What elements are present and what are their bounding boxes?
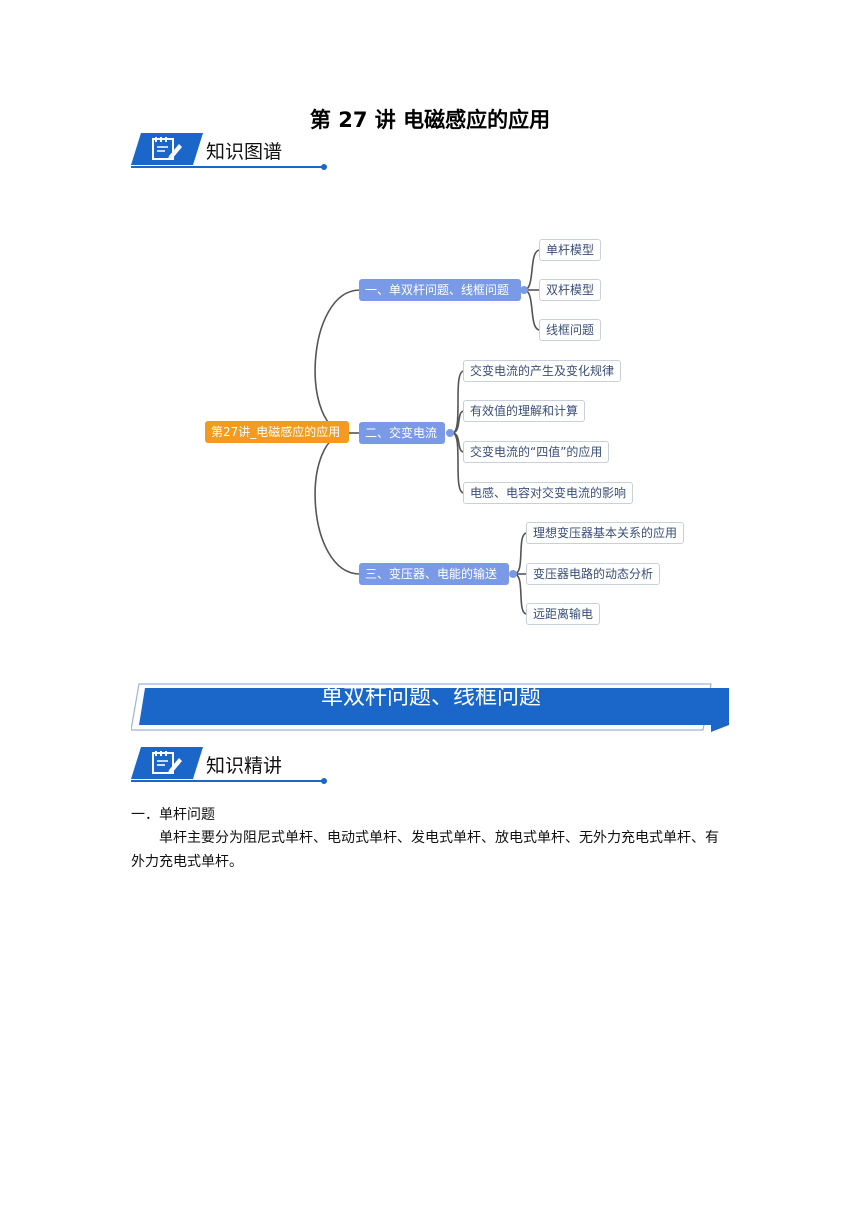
- section-header-lecture: 知识精讲: [131, 747, 331, 787]
- mindmap-leaf: 线框问题: [539, 319, 602, 341]
- mindmap-leaf: 单杆模型: [539, 239, 602, 261]
- banner-title: 单双杆问题、线框问题: [320, 685, 541, 710]
- banner-shape: [131, 683, 729, 732]
- subsection-heading: 一．单杆问题: [131, 807, 215, 823]
- section-header-knowledge-map: 知识图谱: [131, 133, 331, 173]
- body-paragraph: 单杆主要分为阻尼式单杆、电动式单杆、发电式单杆、放电式单杆、无外力充电式单杆、有…: [131, 830, 719, 870]
- mindmap-leaf: 有效值的理解和计算: [463, 400, 586, 422]
- section-label: 知识精讲: [206, 755, 283, 777]
- page-title: 第 27 讲 电磁感应的应用: [309, 108, 551, 132]
- mindmap-leaf: 理想变压器基本关系的应用: [526, 522, 685, 544]
- mindmap-leaf: 交变电流的“四值”的应用: [463, 441, 610, 463]
- mindmap-branch-1: 一、单双杆问题、线框问题: [359, 279, 521, 301]
- mindmap-leaf: 变压器电路的动态分析: [526, 563, 661, 585]
- notepad-pencil-icon: [152, 137, 182, 160]
- mindmap-branch-2: 二、交变电流: [359, 422, 445, 444]
- section-label: 知识图谱: [206, 141, 283, 163]
- chapter-banner: 单双杆问题、线框问题: [131, 683, 731, 733]
- notepad-pencil-icon: [152, 751, 182, 774]
- mindmap-root: 第27讲_电磁感应的应用: [205, 421, 349, 443]
- mindmap-leaf: 远距离输电: [526, 603, 601, 625]
- mindmap-leaf: 交变电流的产生及变化规律: [463, 360, 622, 382]
- mindmap-branch-3: 三、变压器、电能的输送: [359, 563, 509, 585]
- mindmap-leaf: 电感、电容对交变电流的影响: [463, 482, 634, 504]
- mindmap-leaf: 双杆模型: [539, 279, 602, 301]
